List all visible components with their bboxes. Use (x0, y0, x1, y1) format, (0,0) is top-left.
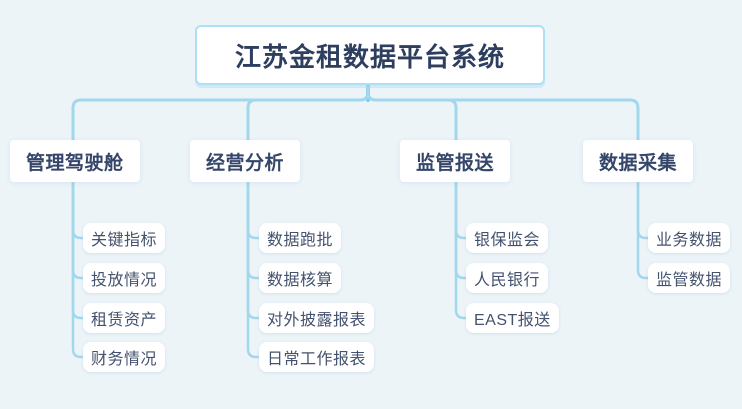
child-node-business-data[interactable]: 业务数据 (648, 223, 731, 253)
child-node-label: 业务数据 (656, 232, 723, 249)
child-node-label: 投放情况 (91, 272, 158, 289)
child-node-data-accounting[interactable]: 数据核算 (259, 263, 342, 293)
child-node-regulatory-data[interactable]: 监管数据 (648, 263, 731, 293)
child-node-daily-work-reports[interactable]: 日常工作报表 (259, 342, 375, 372)
branch-node-label: 监管报送 (416, 152, 495, 174)
child-node-east-reporting[interactable]: EAST报送 (466, 303, 559, 333)
child-node-label: 监管数据 (656, 272, 723, 289)
connector-branch1-child3 (71, 180, 86, 320)
branch-node-regulatory-reporting[interactable]: 监管报送 (400, 140, 511, 182)
child-node-label: 日常工作报表 (267, 351, 367, 368)
connector-root-branch1 (71, 86, 370, 142)
child-node-label: EAST报送 (474, 312, 551, 329)
child-node-cbirc[interactable]: 银保监会 (466, 223, 549, 253)
child-node-label: 租赁资产 (91, 312, 158, 329)
branch-node-label: 数据采集 (599, 152, 678, 174)
child-node-label: 数据核算 (267, 272, 334, 289)
connector-branch2-child3 (246, 180, 262, 320)
branch-node-management-cockpit[interactable]: 管理驾驶舱 (10, 140, 140, 182)
child-node-key-indicators[interactable]: 关键指标 (83, 223, 166, 253)
child-node-label: 财务情况 (91, 351, 158, 368)
child-node-external-disclosure-reports[interactable]: 对外披露报表 (259, 303, 375, 333)
child-node-label: 对外披露报表 (267, 312, 367, 329)
connector-root-branch2 (246, 86, 370, 142)
branch-node-label: 管理驾驶舱 (26, 152, 124, 174)
child-node-label: 数据跑批 (267, 232, 334, 249)
root-node-label: 江苏金租数据平台系统 (234, 41, 505, 72)
child-node-peoples-bank[interactable]: 人民银行 (466, 263, 549, 293)
connector-branch3-child3 (454, 180, 469, 320)
branch-node-data-collection[interactable]: 数据采集 (583, 140, 694, 182)
child-node-leasing-assets[interactable]: 租赁资产 (83, 303, 166, 333)
child-node-placement-status[interactable]: 投放情况 (83, 263, 166, 293)
connector-root-branch3 (366, 86, 458, 142)
child-node-label: 银保监会 (474, 232, 541, 249)
connector-root-branch4 (366, 86, 640, 142)
child-node-financial-status[interactable]: 财务情况 (83, 342, 166, 372)
child-node-label: 人民银行 (474, 272, 541, 289)
child-node-label: 关键指标 (91, 232, 158, 249)
branch-node-business-analysis[interactable]: 经营分析 (190, 140, 301, 182)
child-node-data-batch-run[interactable]: 数据跑批 (259, 223, 342, 253)
branch-node-label: 经营分析 (206, 152, 285, 174)
root-node[interactable]: 江苏金租数据平台系统 (195, 25, 545, 85)
